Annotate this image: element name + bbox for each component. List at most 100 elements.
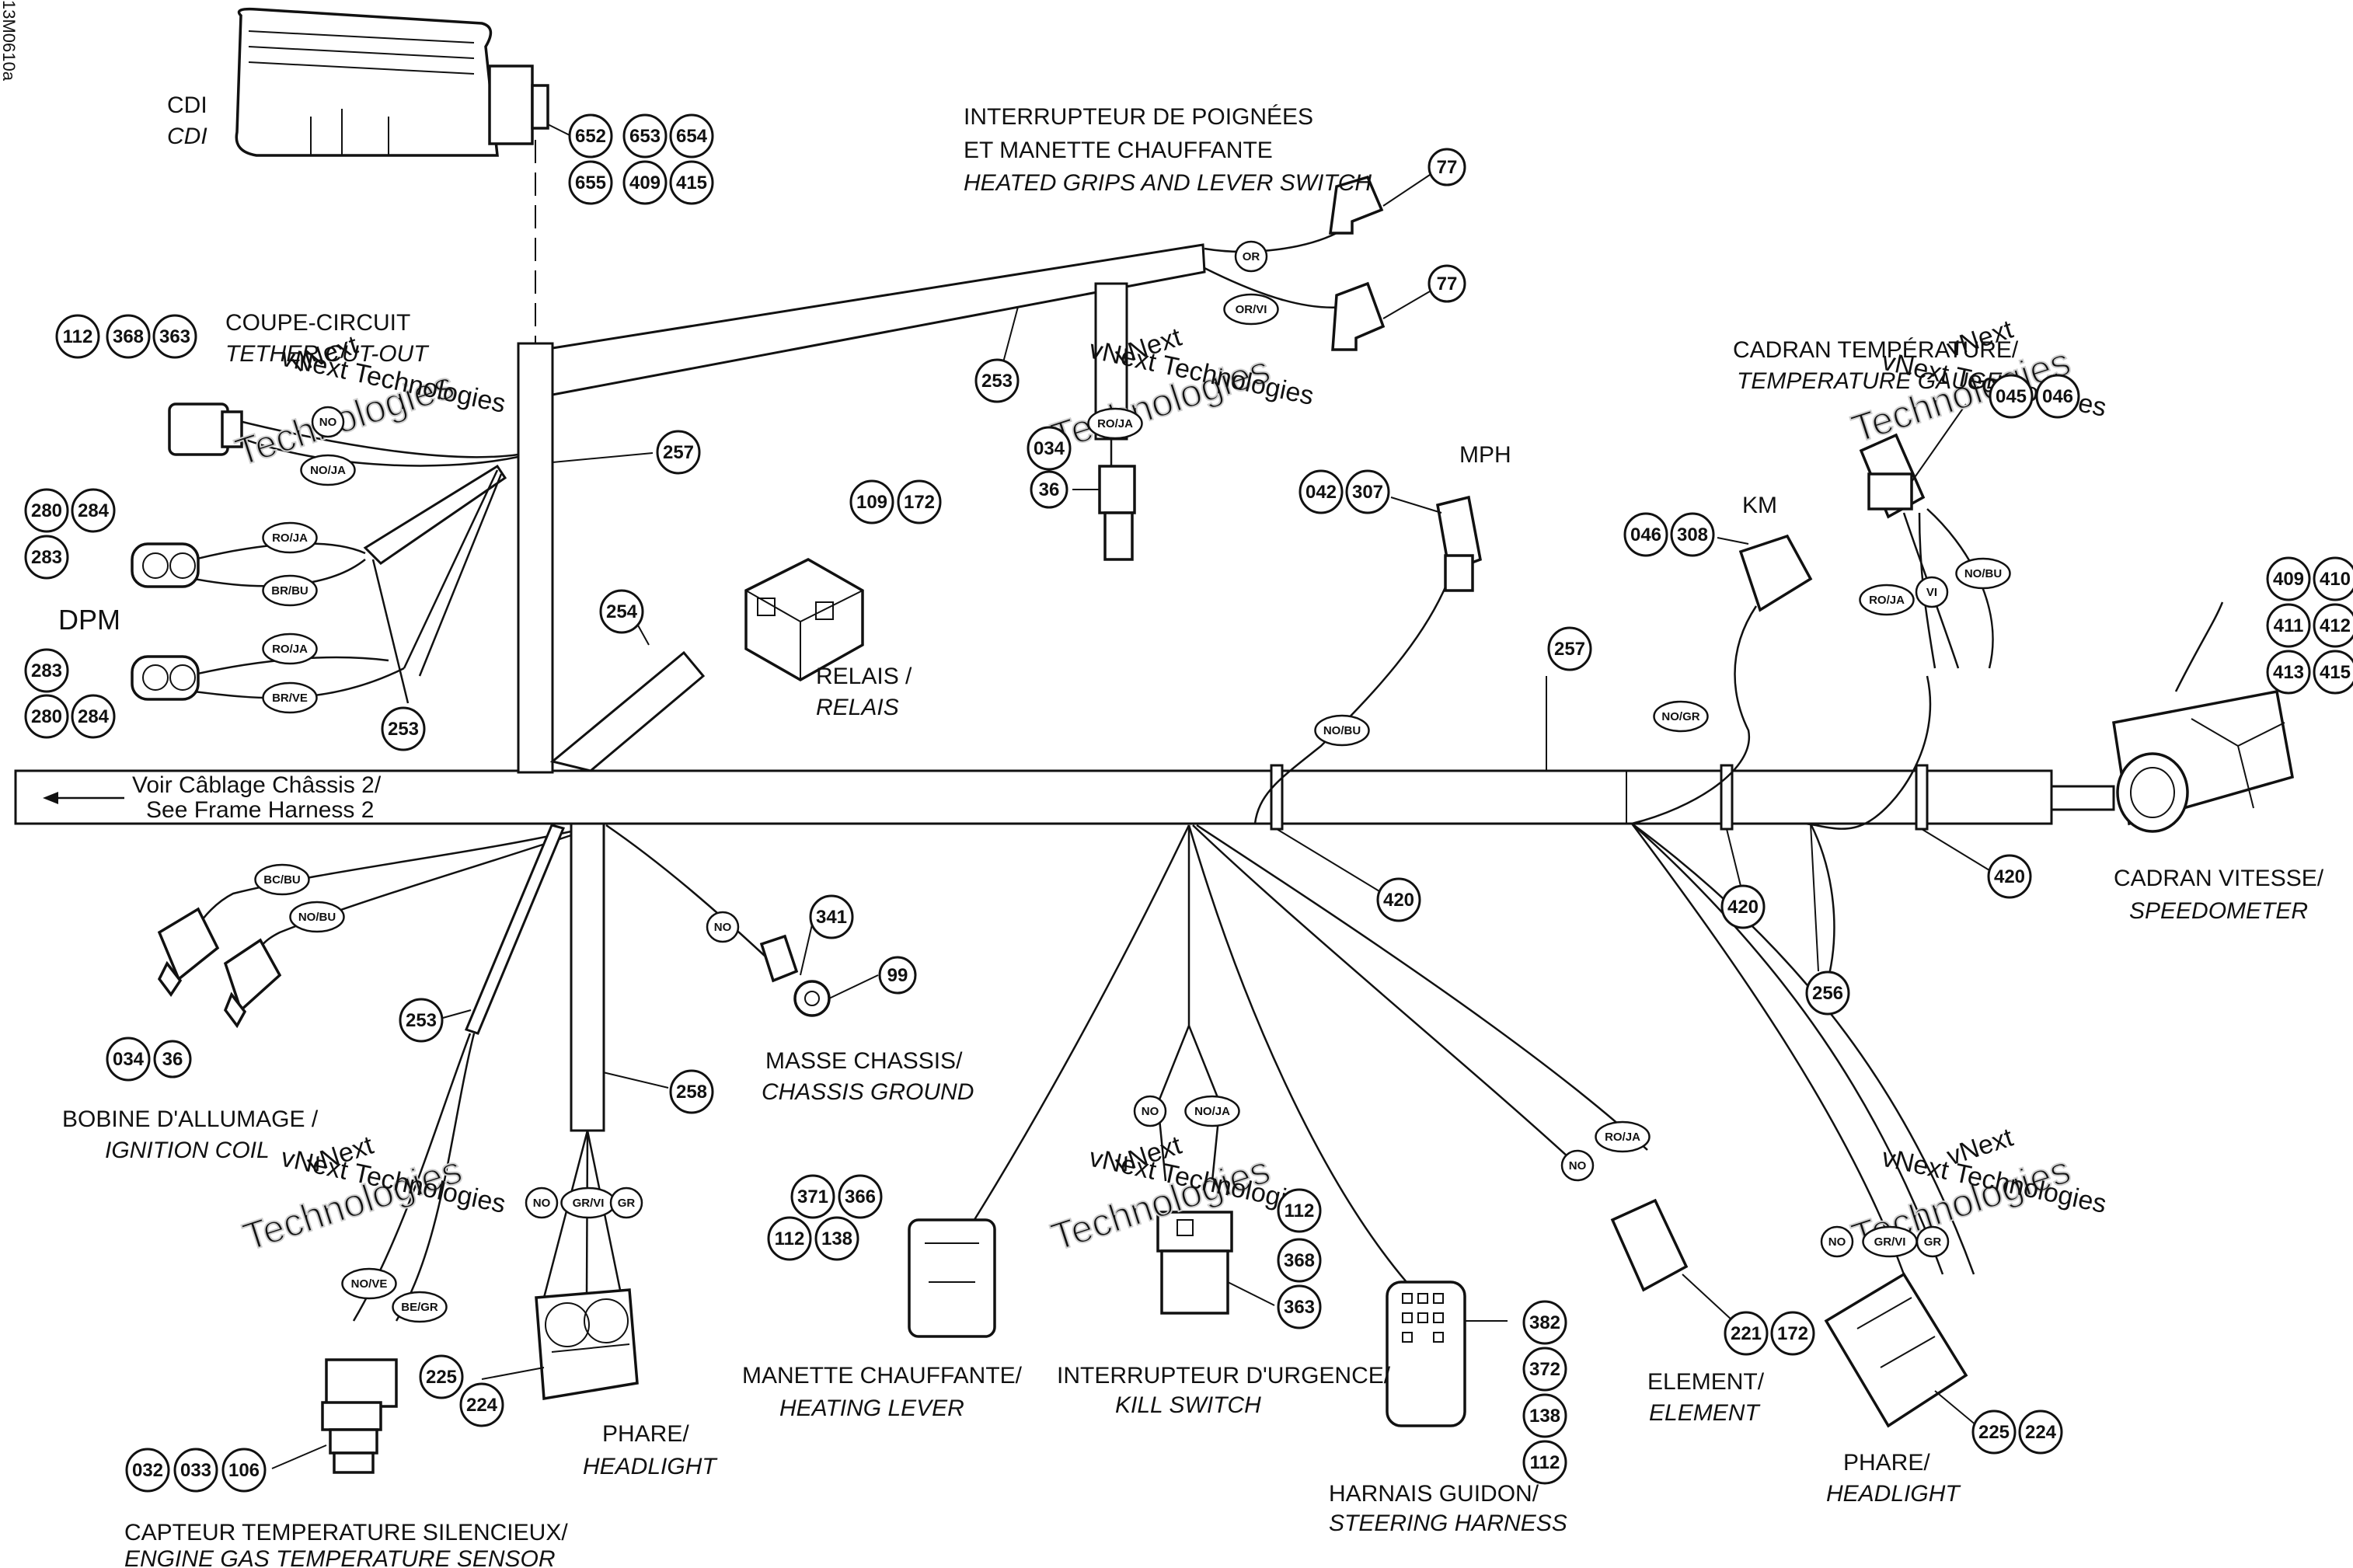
callout-bubble: 411 (2266, 603, 2311, 648)
mph-label: MPH (1459, 442, 1511, 468)
callout-bubble: 112 (55, 314, 100, 359)
headlight-right-label-fr: PHARE/ (1843, 1450, 1930, 1476)
upper-branch (517, 342, 554, 774)
callout-number: 034 (113, 1049, 145, 1070)
callout-bubble: 36 (153, 1040, 192, 1078)
callout-circle (809, 894, 854, 939)
wire-tag-text: NO (1142, 1105, 1159, 1118)
callout-circle (419, 1354, 464, 1399)
callout-circle (2266, 650, 2311, 695)
wires (193, 232, 2224, 1322)
callout-number: 033 (180, 1460, 211, 1481)
callout-bubble: 172 (897, 479, 942, 524)
grips-branch (551, 243, 1206, 396)
wire-color-tag: NO (1820, 1225, 1854, 1258)
callout-bubble: 254 (599, 589, 644, 634)
callout-bubble: 258 (669, 1069, 714, 1114)
callout-number: 368 (113, 326, 144, 347)
ignition-connectors-drawing (157, 907, 282, 1029)
wire-color-tag: OR/VI (1223, 293, 1279, 326)
callout-number: 77 (1437, 274, 1458, 294)
dpm-connectors-drawing (131, 542, 200, 701)
callout-bubble: 307 (1345, 469, 1390, 514)
callout-circle (152, 314, 197, 359)
headlight-left-label-fr: PHARE/ (602, 1421, 689, 1447)
callout-circle (656, 430, 701, 475)
headlight-right-drawing (1824, 1272, 1968, 1428)
callout-circle (1720, 884, 1766, 929)
wire-color-tag: NO (1133, 1095, 1167, 1127)
cdi-label-en: CDI (167, 124, 207, 149)
callout-circle (1989, 374, 2034, 419)
wire-tag-outline (1234, 240, 1268, 273)
callout-number: 109 (856, 492, 887, 513)
callout-circle (1522, 1393, 1567, 1438)
headlight-right-label-en: HEADLIGHT (1826, 1481, 1961, 1507)
callout-number: 045 (1996, 386, 2027, 407)
wire-color-tag: BC/BU (254, 863, 310, 896)
wire-tag-text: NO/JA (310, 464, 346, 477)
callout-number: 307 (1352, 482, 1383, 503)
callout-bubble: 253 (974, 358, 1020, 403)
wire-color-tags: OROR/VINONO/JARO/JABR/BURO/JABR/VERO/JAN… (254, 240, 2011, 1323)
temp-gauge-drawing (1859, 433, 1926, 519)
callout-circle (71, 694, 116, 739)
wire-tag-text: NO (1828, 1235, 1846, 1249)
callout-bubble: 653 (622, 113, 668, 159)
wire-tag-text: RO/JA (272, 531, 308, 545)
callout-bubble: 99 (878, 956, 917, 995)
callout-circle (974, 358, 1020, 403)
callout-bubble: 034 (106, 1037, 151, 1082)
wire-tag-text: RO/JA (272, 643, 308, 656)
callout-circle (1277, 1284, 1322, 1329)
callout-bubble: 225 (1971, 1409, 2017, 1455)
main-harness-trunk (14, 769, 2115, 825)
callout-bubble: 77 (1427, 148, 1466, 186)
callout-bubble: 257 (1547, 626, 1592, 671)
clamp-420-a (1270, 764, 1284, 831)
callout-number: 225 (1978, 1422, 2010, 1443)
callout-number: 253 (388, 719, 419, 740)
wire-color-tag: RO/JA (1087, 407, 1143, 440)
callout-circle (2266, 556, 2311, 601)
callout-circle (1030, 470, 1068, 509)
see-other-en: See Frame Harness 2 (146, 797, 374, 823)
callout-bubble: 77 (1427, 264, 1466, 303)
wire-tag-text: BR/VE (272, 692, 308, 705)
callout-number: 655 (575, 172, 606, 193)
callout-bubble: 224 (459, 1382, 504, 1427)
callout-bubble: 172 (1770, 1311, 1815, 1356)
headlight-left-label-en: HEADLIGHT (583, 1454, 718, 1479)
callout-number: 368 (1284, 1250, 1315, 1271)
callout-bubble: 368 (1277, 1238, 1322, 1283)
callout-number: 371 (797, 1186, 828, 1207)
wire-color-tag: NO (1560, 1149, 1595, 1182)
callout-circle (173, 1448, 218, 1493)
wire-color-tag: BR/BU (262, 574, 318, 607)
wire-tag-outline (609, 1186, 643, 1219)
callout-bubble: 420 (1987, 854, 2032, 899)
callout-circle (1805, 970, 1850, 1016)
callout-circle (1027, 426, 1072, 471)
relay-label-fr: RELAIS / (816, 664, 912, 689)
wire-color-tag: NO/BU (1314, 714, 1370, 747)
callout-bubble: 363 (152, 314, 197, 359)
callout-circle (669, 160, 714, 205)
wire-color-tag: NO/GR (1653, 700, 1709, 733)
callout-number: 308 (1677, 524, 1708, 545)
callout-number: 224 (2025, 1422, 2057, 1443)
wire-tag-text: NO (319, 416, 337, 429)
wire-color-tag: NO (311, 406, 345, 438)
callout-circle (2266, 603, 2311, 648)
callout-circle (1522, 1440, 1567, 1485)
callout-bubble: 138 (1522, 1393, 1567, 1438)
callout-circle (897, 479, 942, 524)
callout-circle (838, 1174, 883, 1219)
callout-bubble: 109 (849, 479, 894, 524)
callout-number: 413 (2273, 662, 2304, 683)
callout-bubble: 409 (622, 160, 668, 205)
relay-label-en: RELAIS (816, 695, 899, 720)
callout-bubble: 046 (1623, 512, 1668, 557)
